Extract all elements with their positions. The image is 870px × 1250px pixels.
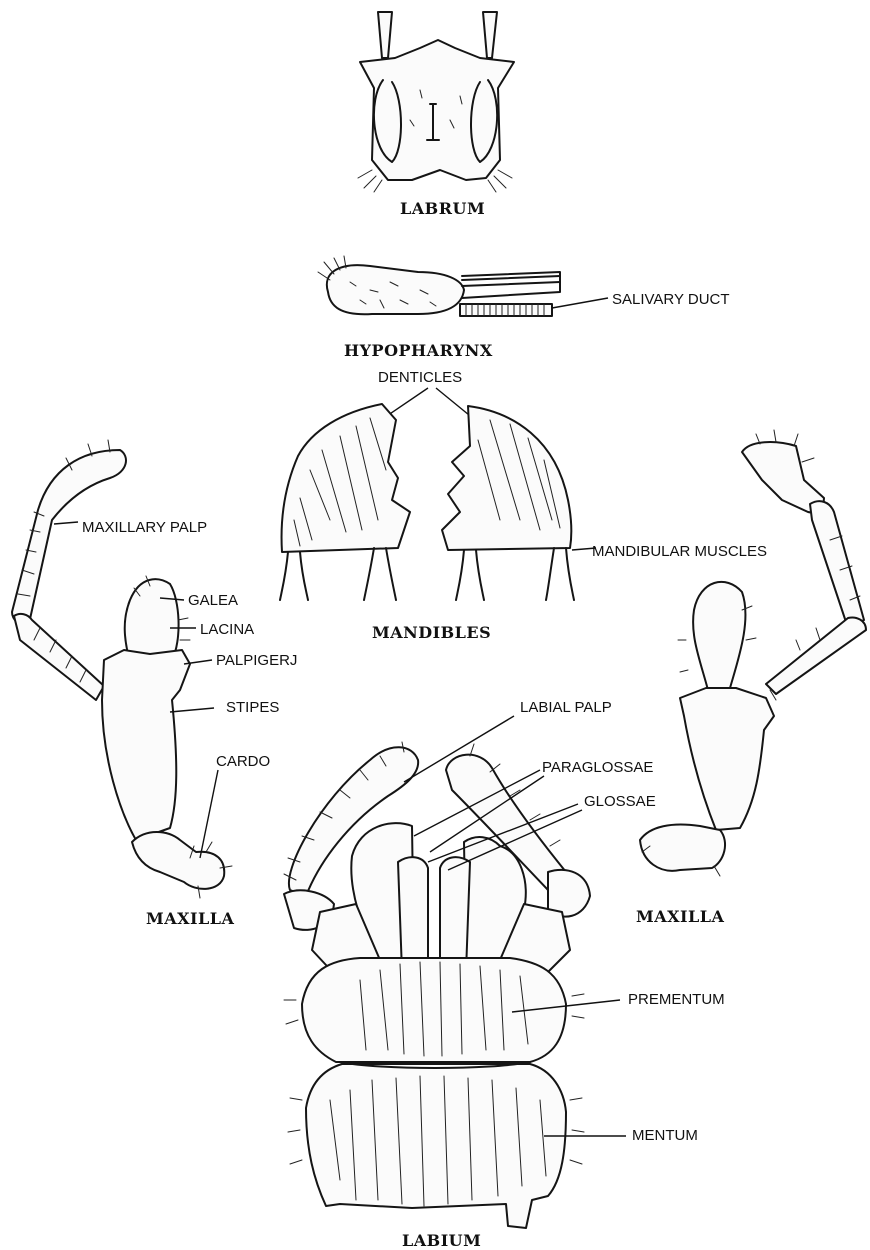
labrum-caption: LABRUM <box>400 199 485 218</box>
mandibles-caption: MANDIBLES <box>372 623 491 642</box>
mandibular-muscles-label: MANDIBULAR MUSCLES <box>592 543 767 560</box>
maxilla-left-caption: MAXILLA <box>146 909 235 928</box>
maxilla-right <box>640 430 866 876</box>
paraglossae-label: PARAGLOSSAE <box>542 759 653 776</box>
maxilla-right-caption: MAXILLA <box>636 907 725 926</box>
stipes-label: STIPES <box>226 699 279 716</box>
cardo-label: CARDO <box>216 753 270 770</box>
cardo-leader <box>200 770 218 858</box>
labium <box>284 742 590 1228</box>
mandible-left <box>280 404 410 600</box>
labium-caption: LABIUM <box>402 1231 481 1250</box>
lacina-label: LACINA <box>200 621 254 638</box>
labrum <box>358 12 514 192</box>
hypopharynx-caption: HYPOPHARYNX <box>344 341 493 360</box>
salivary-duct-leader <box>552 298 608 308</box>
hypopharynx <box>318 256 560 316</box>
salivary-duct-label: SALIVARY DUCT <box>612 291 730 308</box>
labial-palp-label: LABIAL PALP <box>520 699 612 716</box>
palpiger-label: PALPIGERJ <box>216 652 297 669</box>
glossae-label: GLOSSAE <box>584 793 656 810</box>
denticles-label: DENTICLES <box>378 369 462 386</box>
maxilla-left <box>12 440 232 898</box>
mentum-label: MENTUM <box>632 1127 698 1144</box>
maxillary-palp-label: MAXILLARY PALP <box>82 519 207 536</box>
maxillary-palp-leader <box>54 522 78 524</box>
prementum-label: PREMENTUM <box>628 991 725 1008</box>
galea-label: GALEA <box>188 592 238 609</box>
stipes-leader <box>170 708 214 712</box>
mandible-right <box>442 406 574 600</box>
